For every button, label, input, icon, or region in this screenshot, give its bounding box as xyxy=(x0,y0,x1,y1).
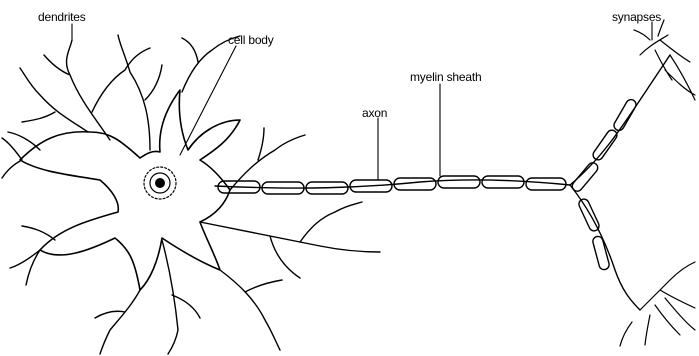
synapse-terminals-upper xyxy=(634,20,695,100)
myelin-branch-segments xyxy=(570,98,638,271)
label-cell-body: cell body xyxy=(228,33,274,47)
myelin-sheath-segments xyxy=(218,176,566,194)
dendrites-right xyxy=(200,128,380,278)
label-synapses: synapses xyxy=(612,10,661,24)
label-myelin-sheath: myelin sheath xyxy=(410,70,481,84)
nucleolus xyxy=(155,178,165,188)
cell-body-outline xyxy=(20,90,240,290)
axon-branch-upper xyxy=(570,55,670,185)
dendrites-left xyxy=(2,132,55,285)
leader-lines xyxy=(72,22,652,180)
label-axon: axon xyxy=(362,106,387,120)
label-dendrites: dendrites xyxy=(38,10,86,24)
dendrites-upper xyxy=(20,35,240,150)
dendrites-lower xyxy=(95,240,282,354)
synapse-terminals-lower xyxy=(620,262,695,346)
